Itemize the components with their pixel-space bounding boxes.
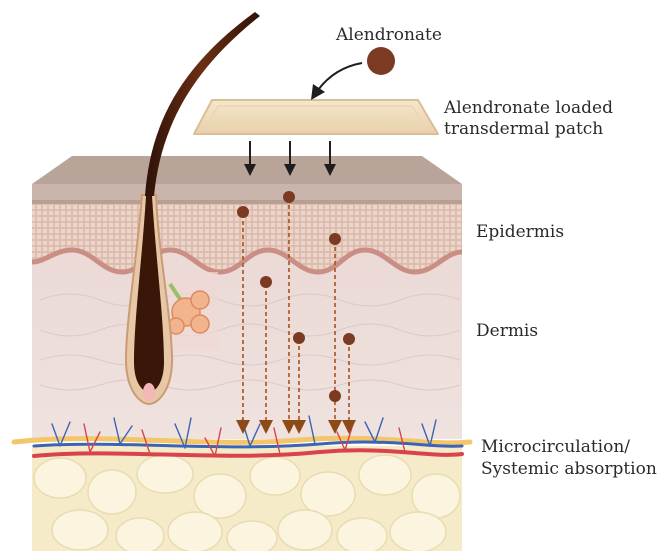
label-patch-line2: transdermal patch — [444, 119, 603, 139]
label-patch-line1: Alendronate loaded — [443, 98, 613, 118]
label-dermis: Dermis — [476, 321, 538, 341]
label-epidermis: Epidermis — [476, 222, 564, 242]
alendronate-particle-icon — [367, 47, 395, 75]
stratum-line — [32, 200, 462, 204]
label-systemic-absorption: Systemic absorption — [481, 459, 657, 479]
skin-block — [14, 12, 470, 551]
curved-arrow-icon — [311, 63, 362, 100]
transdermal-patch — [194, 100, 438, 134]
label-microcirculation: Microcirculation/ — [481, 437, 630, 457]
fat-layer — [32, 446, 462, 551]
label-alendronate: Alendronate — [335, 25, 442, 45]
stratum-corneum-band — [32, 184, 462, 202]
sebaceous-gland — [164, 272, 218, 350]
